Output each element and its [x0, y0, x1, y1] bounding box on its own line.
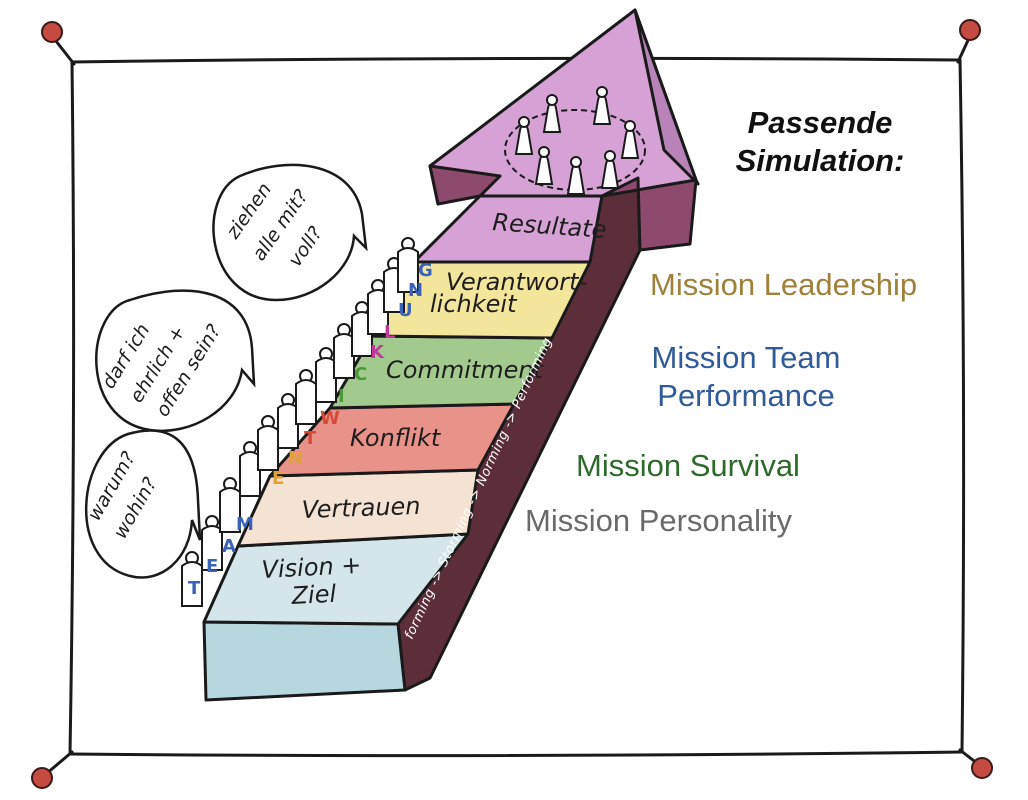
team-word: T E A M E N T W I C K L U N G — [188, 260, 433, 599]
person-icon — [570, 156, 582, 168]
crowd-person — [277, 393, 299, 449]
crowd-person — [239, 441, 261, 497]
team-letter: M — [236, 514, 254, 535]
crowd-person — [201, 515, 223, 571]
team-letter: L — [384, 322, 395, 343]
person-icon — [604, 150, 616, 162]
simulation-title-line-2: Simulation: — [735, 143, 905, 178]
team-letter: U — [398, 300, 413, 321]
crowd-person — [181, 551, 203, 607]
mission-team-performance: Mission Team Performance — [640, 339, 852, 415]
pin-icon-top-right — [959, 19, 981, 41]
mission-team-line-1: Mission Team — [651, 340, 841, 375]
speech-bubble-1 — [85, 429, 202, 579]
person-icon — [538, 146, 550, 158]
speech-bubbles — [85, 163, 368, 579]
team-letter: C — [354, 364, 367, 385]
team-letter: G — [418, 260, 433, 281]
crowd — [181, 237, 419, 607]
crowd-person — [295, 369, 317, 425]
speech-bubble-3 — [212, 163, 368, 302]
arrow-base-ledge — [428, 164, 502, 206]
crowd-person — [315, 347, 337, 403]
team-letter: T — [188, 578, 201, 599]
team-letter: N — [288, 448, 303, 469]
pin-icons — [31, 19, 993, 789]
step-label-commitment: Commitment — [386, 356, 545, 384]
simulation-title-line-1: Passende — [747, 105, 893, 140]
team-letter: A — [222, 536, 236, 557]
mission-leadership: Mission Leadership — [650, 267, 918, 302]
step-label-vertrauen: Vertrauen — [301, 492, 421, 524]
mission-survival: Mission Survival — [576, 448, 800, 483]
crowd-person — [219, 477, 241, 533]
team-letter: I — [338, 386, 345, 407]
crowd-person — [333, 323, 355, 379]
arrow-right-ledge — [600, 176, 698, 252]
team-letter: K — [370, 342, 385, 363]
person-icon — [596, 86, 608, 98]
crowd-person — [257, 415, 279, 471]
mission-team-line-2: Performance — [657, 378, 835, 413]
step-label-verantwort: Verantwort- — [446, 268, 587, 296]
pin-icon-top-left — [41, 21, 63, 43]
team-letter: T — [304, 428, 317, 449]
team-letter: W — [320, 408, 340, 429]
team-letter: E — [272, 468, 284, 489]
pin-icon-bottom-left — [31, 767, 53, 789]
step-label-ziel: Ziel — [290, 580, 337, 610]
team-letter: N — [408, 280, 423, 301]
arrow-head-side — [633, 8, 700, 186]
step-label-lichkeit: lichkeit — [430, 290, 518, 318]
mission-personality: Mission Personality — [525, 503, 793, 538]
person-icon — [546, 94, 558, 106]
speech-bubble-2 — [95, 289, 256, 433]
team-circle — [504, 86, 646, 195]
step-label-konflikt: Konflikt — [350, 424, 442, 452]
base-block — [202, 620, 407, 702]
crowd-person — [397, 237, 419, 293]
team-letter: E — [206, 556, 218, 577]
person-icon — [624, 120, 636, 132]
step-label-vision: Vision + — [261, 551, 362, 584]
person-icon — [518, 116, 530, 128]
simulation-title: Passende Simulation: — [700, 104, 940, 180]
pin-icon-bottom-right — [971, 757, 993, 779]
arrow-staircase — [202, 8, 700, 702]
